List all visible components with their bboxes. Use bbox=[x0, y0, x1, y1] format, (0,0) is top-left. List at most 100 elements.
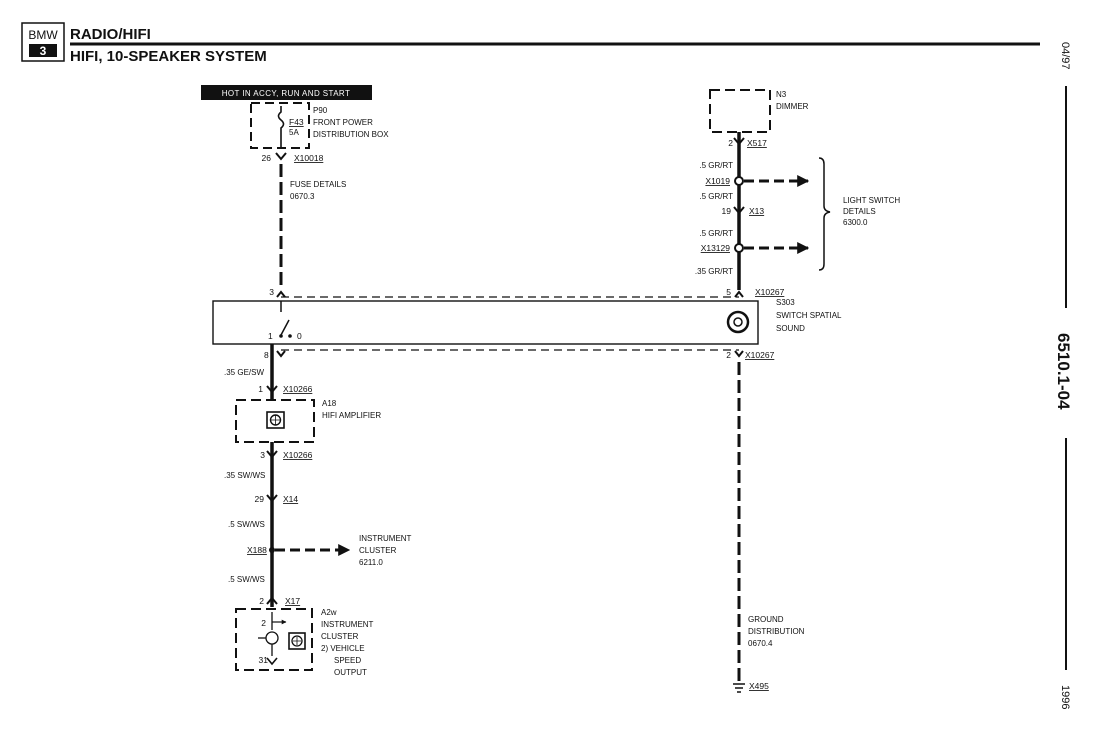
amp-pin-in: 1 bbox=[258, 384, 263, 394]
dimmer-wire-3: .5 GR/RT bbox=[699, 229, 733, 238]
switch-pin-2: 2 bbox=[726, 350, 731, 360]
pin-2-x17: 2 bbox=[259, 596, 264, 606]
splice-dot-2 bbox=[734, 243, 744, 253]
cluster-name-2: CLUSTER bbox=[321, 632, 359, 641]
fuse-details-2: 0670.3 bbox=[290, 192, 315, 201]
dimmer-wire-4: .35 GR/RT bbox=[695, 267, 733, 276]
splice-dot-x188 bbox=[269, 547, 275, 553]
power-banner bbox=[201, 85, 372, 100]
fuse-id: F43 bbox=[289, 117, 304, 127]
speaker-icon-mark bbox=[271, 415, 280, 425]
dimmer-wire-1: .5 GR/RT bbox=[699, 161, 733, 170]
cluster-note-2: SPEED bbox=[334, 656, 361, 665]
cluster-pin-2: 2 bbox=[261, 618, 266, 628]
connector-x17: X17 bbox=[285, 596, 300, 606]
cluster-note-3: OUTPUT bbox=[334, 668, 367, 677]
bmw-logo-text: BMW bbox=[28, 28, 58, 42]
bmw-series-number: 3 bbox=[40, 44, 47, 58]
switch-blade bbox=[280, 319, 290, 336]
doc-number: 6510.1-04 bbox=[1054, 333, 1073, 410]
gauge-icon bbox=[291, 635, 303, 647]
dimmer-id: N3 bbox=[776, 90, 787, 99]
instrument-cluster-ref-1: INSTRUMENT bbox=[359, 534, 412, 543]
cluster-wiring: 29 X14 .5 SW/WS X188 INSTRUMENT CLUSTER … bbox=[228, 494, 412, 606]
light-switch-ref-1: LIGHT SWITCH bbox=[843, 196, 900, 205]
amp-wire-out: .35 SW/WS bbox=[224, 471, 265, 480]
fuse-box-outline bbox=[250, 102, 310, 149]
header: BMW 3 RADIO/HIFI HIFI, 10-SPEAKER SYSTEM bbox=[21, 22, 1040, 65]
instrument-cluster-ref-2: CLUSTER bbox=[359, 546, 397, 555]
power-source: HOT IN ACCY, RUN AND START F43 5A P90 FR… bbox=[201, 85, 389, 201]
switch-contact-0-dot bbox=[288, 334, 292, 338]
amplifier-outline bbox=[235, 399, 315, 443]
dimmer-pin: 2 bbox=[728, 138, 733, 148]
fuse-box-name-1: FRONT POWER bbox=[313, 118, 373, 127]
amp-pin-in-symbol bbox=[266, 385, 278, 394]
switch-connector-bottom: X10267 bbox=[745, 350, 775, 360]
cluster-wire-2: .5 SW/WS bbox=[228, 575, 265, 584]
gauge-icon-mark bbox=[293, 637, 301, 645]
switch-contact-1-dot bbox=[279, 334, 283, 338]
fuse-details-1: FUSE DETAILS bbox=[290, 180, 346, 189]
x17-connector-symbol bbox=[266, 596, 278, 605]
switch-name-1: SWITCH SPATIAL bbox=[776, 311, 842, 320]
switch-name-2: SOUND bbox=[776, 324, 805, 333]
pin-29: 29 bbox=[255, 494, 265, 504]
switch-body bbox=[212, 300, 759, 345]
ground-symbol bbox=[733, 683, 745, 693]
splice-dot-1 bbox=[734, 176, 744, 186]
dimmer-connector: X517 bbox=[747, 138, 767, 148]
spatial-sound-switch: 3 5 X10267 S303 SWITCH SPATIAL SOUND 1 0… bbox=[212, 287, 842, 360]
hifi-amplifier: .35 GE/SW 1 X10266 A18 HIFI AMPLIFIER 3 … bbox=[224, 368, 381, 480]
switch-position-symbol bbox=[726, 310, 750, 334]
switch-pin-8: 8 bbox=[264, 350, 269, 360]
cluster-pin-31: 31 bbox=[259, 655, 269, 665]
fuse-connector-symbol bbox=[275, 152, 287, 161]
amp-connector-in: X10266 bbox=[283, 384, 313, 394]
amplifier-name: HIFI AMPLIFIER bbox=[322, 411, 381, 420]
light-switch-brace bbox=[818, 157, 831, 271]
cluster-wire-1: .5 SW/WS bbox=[228, 520, 265, 529]
instrument-cluster: 2 31 A2w INSTRUMENT CLUSTER 2) VEHICLE S… bbox=[235, 608, 374, 677]
cluster-id: A2w bbox=[321, 608, 337, 617]
instrument-cluster-ref-3: 6211.0 bbox=[359, 558, 383, 567]
amp-connector-out: X10266 bbox=[283, 450, 313, 460]
cluster-note-1: 2) VEHICLE bbox=[321, 644, 365, 653]
dimmer-group: N3 DIMMER 2 X517 bbox=[709, 89, 809, 148]
doc-year: 1996 bbox=[1059, 685, 1071, 709]
dimmer-wiring: .5 GR/RT X1019 .5 GR/RT 19 X13 .5 GR/RT … bbox=[695, 157, 900, 276]
transistor-symbol bbox=[265, 631, 279, 645]
dimmer-name: DIMMER bbox=[776, 102, 809, 111]
ground-ref-3: 0670.4 bbox=[748, 639, 773, 648]
x13-connector-symbol bbox=[733, 206, 745, 215]
x14-connector-symbol bbox=[266, 494, 278, 503]
cluster-outline bbox=[235, 608, 313, 671]
fuse-box-name-2: DISTRIBUTION BOX bbox=[313, 130, 389, 139]
light-switch-ref-3: 6300.0 bbox=[843, 218, 868, 227]
amp-wire-in: .35 GE/SW bbox=[224, 368, 264, 377]
switch-pin-5-symbol bbox=[734, 290, 744, 298]
fuse-box-pin: 26 bbox=[262, 153, 272, 163]
switch-connector-top: X10267 bbox=[755, 287, 785, 297]
ground-group: GROUND DISTRIBUTION 0670.4 X495 bbox=[733, 615, 805, 693]
switch-pin-3: 3 bbox=[269, 287, 274, 297]
connector-x14: X14 bbox=[283, 494, 298, 504]
splice-x1019: X1019 bbox=[705, 176, 730, 186]
switch-pin-3-symbol bbox=[276, 290, 286, 298]
cluster-ground-symbol bbox=[266, 657, 278, 666]
switch-contact-0: 0 bbox=[297, 331, 302, 341]
switch-id: S303 bbox=[776, 298, 795, 307]
fuse-rating: 5A bbox=[289, 128, 299, 137]
splice-x13129: X13129 bbox=[701, 243, 731, 253]
switch-position-symbol-inner bbox=[733, 317, 743, 327]
pin-19: 19 bbox=[722, 206, 732, 216]
power-banner-text: HOT IN ACCY, RUN AND START bbox=[222, 89, 351, 98]
light-switch-ref-2: DETAILS bbox=[843, 207, 876, 216]
page-subtitle: HIFI, 10-SPEAKER SYSTEM bbox=[70, 48, 267, 65]
amp-pin-out: 3 bbox=[260, 450, 265, 460]
ground-ref-1: GROUND bbox=[748, 615, 784, 624]
connector-x13: X13 bbox=[749, 206, 764, 216]
fuse-box-connector: X10018 bbox=[294, 153, 324, 163]
doc-date: 04/97 bbox=[1059, 42, 1071, 70]
amp-pin-out-symbol bbox=[266, 450, 278, 459]
